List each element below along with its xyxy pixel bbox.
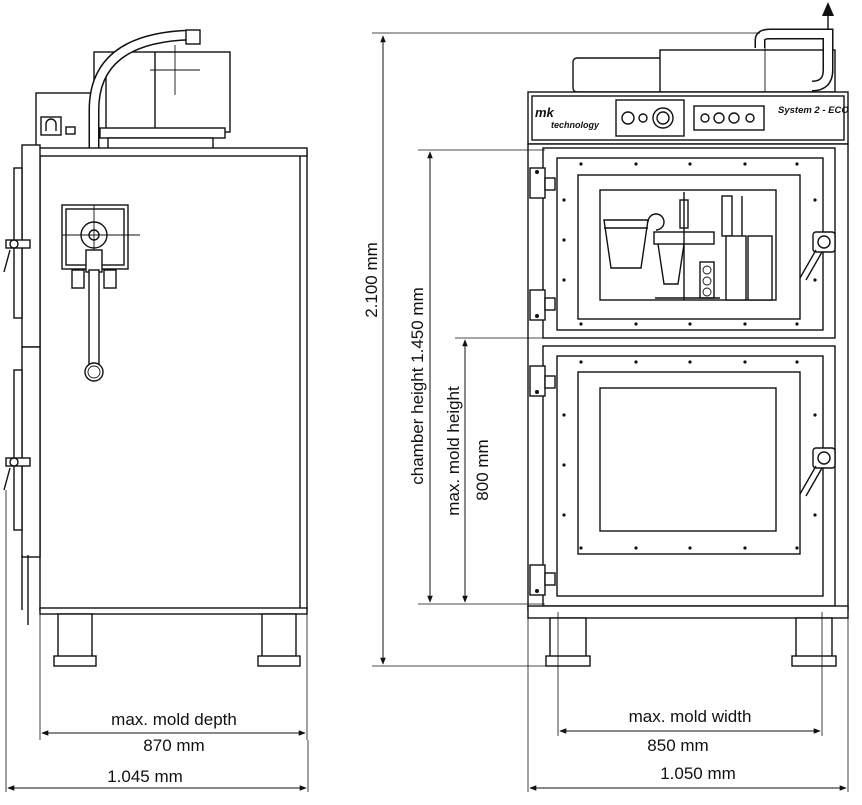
- total-height-value: 2.100 mm: [362, 242, 381, 318]
- door-upper-bolts: [562, 162, 817, 326]
- front-dimensions: 2.100 mm chamber height 1.450 mm max. mo…: [362, 32, 849, 792]
- side-handle-lower: [3, 457, 31, 491]
- side-handle-upper: [3, 239, 31, 273]
- front-top-unit-left: [572, 57, 666, 93]
- total-width-value: 1.050 mm: [660, 764, 736, 783]
- side-top-unit: [93, 51, 231, 133]
- door-handle-lower: [799, 447, 836, 497]
- side-door-lower: [21, 346, 41, 558]
- side-leg-right: [261, 613, 297, 661]
- hinges-lower: [529, 365, 556, 596]
- mold-height-value: 800 mm: [473, 439, 492, 500]
- door-lower-bolts: [562, 360, 817, 550]
- front-top-unit-right: [659, 49, 836, 93]
- mold-height-label: max. mold height: [444, 386, 463, 516]
- front-leg-left: [549, 617, 587, 661]
- side-dimensions: max. mold depth 870 mm 1.045 mm: [5, 490, 309, 792]
- front-leg-right: [795, 617, 833, 661]
- mold-depth-label: max. mold depth: [111, 710, 237, 729]
- front-view: mk technology System 2 - ECO: [527, 2, 849, 667]
- hinges-upper: [529, 167, 556, 321]
- door-handle-upper: [799, 231, 836, 281]
- logo-mk: mk: [535, 105, 555, 120]
- total-depth-value: 1.045 mm: [107, 767, 183, 786]
- valve-lever: [88, 269, 100, 371]
- mold-width-value: 850 mm: [647, 736, 708, 755]
- logo-technology: technology: [551, 120, 600, 130]
- mold-inside-chamber: [603, 192, 773, 301]
- side-leg-left: [57, 613, 93, 661]
- side-view: [3, 29, 308, 667]
- mold-depth-value: 870 mm: [143, 736, 204, 755]
- chamber-height-label: chamber height 1.450 mm: [408, 287, 427, 485]
- mold-width-label: max. mold width: [629, 707, 752, 726]
- model-label: System 2 - ECO: [778, 105, 849, 116]
